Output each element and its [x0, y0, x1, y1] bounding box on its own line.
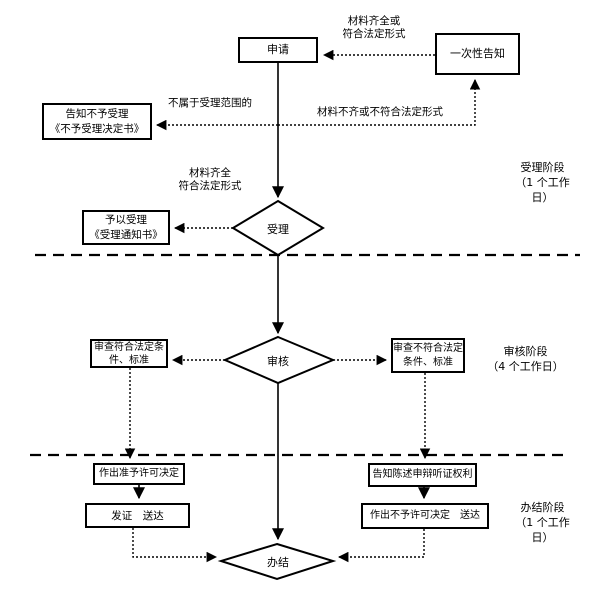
accept-diamond-label: 受理: [267, 223, 289, 236]
review-diamond-label: 审核: [267, 355, 289, 368]
node-accept-notice-line1: 予以受理: [105, 213, 147, 226]
complete-diamond-shape: [217, 542, 337, 581]
node-review-pass-line2: 件、标准: [109, 354, 149, 366]
stage-label-1-line1: 受理阶段: [520, 161, 565, 174]
node-hearing-rights: 告知陈述申辩听证权利: [368, 463, 477, 487]
stage-label-1-line3: 日）: [531, 191, 554, 204]
stage-label-1: 受理阶段 （1 个工作 日）: [495, 160, 590, 205]
node-reject-notice: 告知不予受理 《不予受理决定书》: [42, 103, 152, 140]
edge-label-complete-legal-line2: 符合法定形式: [178, 180, 242, 192]
node-review-fail-line1: 审查不符合法定: [393, 342, 463, 354]
node-one-time-notice-label: 一次性告知: [450, 47, 505, 60]
node-apply-label: 申请: [267, 43, 289, 56]
stage-label-3-line2: （1 个工作: [515, 516, 570, 529]
complete-diamond-label: 办结: [267, 556, 289, 569]
stage-label-3-line3: 日）: [531, 531, 554, 544]
node-deny-decision-label: 作出不予许可决定 送达: [370, 510, 480, 521]
edge-label-complete-or-legal: 材料齐全或 符合法定形式: [324, 15, 424, 41]
accept-diamond-shape: [231, 199, 325, 257]
edge-label-incomplete: 材料不齐或不符合法定形式: [317, 106, 443, 118]
node-accept-notice-line2: 《受理通知书》: [89, 228, 163, 241]
stage-label-2-line1: 审核阶段: [503, 345, 548, 358]
edge-deny-to-complete: [337, 529, 425, 563]
node-grant-decision: 作出准予许可决定: [93, 463, 185, 485]
node-issue-deliver-label: 发证 送达: [111, 509, 164, 522]
edge-branch-incomplete: [278, 78, 481, 126]
stage-label-3-line1: 办结阶段: [520, 501, 565, 514]
node-hearing-rights-label: 告知陈述申辩听证权利: [372, 469, 473, 480]
edge-label-complete-or-legal-line2: 符合法定形式: [342, 28, 406, 40]
node-deny-decision: 作出不予许可决定 送达: [361, 503, 489, 529]
node-review-pass-line1: 审查符合法定条: [94, 341, 164, 353]
node-apply: 申请: [238, 37, 318, 63]
stage-label-2: 审核阶段 （4 个工作日）: [468, 344, 583, 374]
node-reject-notice-line1: 告知不予受理: [65, 107, 129, 120]
stage-label-2-line2: （4 个工作日）: [487, 360, 564, 373]
node-review-fail: 审查不符合法定 条件、标准: [391, 338, 465, 373]
node-one-time-notice: 一次性告知: [435, 33, 520, 75]
edge-label-complete-legal-line1: 材料齐全: [189, 167, 231, 179]
stage-label-3: 办结阶段 （1 个工作 日）: [495, 500, 590, 545]
node-accept-notice: 予以受理 《受理通知书》: [82, 210, 170, 245]
node-review-pass: 审查符合法定条 件、标准: [90, 339, 168, 368]
review-diamond-shape: [222, 335, 336, 385]
stage-label-1-line2: （1 个工作: [515, 176, 570, 189]
node-review-fail-line2: 条件、标准: [403, 356, 453, 368]
edge-issue-to-complete: [132, 528, 218, 563]
node-issue-deliver: 发证 送达: [85, 503, 190, 528]
edge-label-complete-or-legal-line1: 材料齐全或: [347, 15, 401, 27]
node-grant-decision-label: 作出准予许可决定: [99, 468, 179, 479]
edge-label-complete-legal: 材料齐全 符合法定形式: [160, 167, 260, 193]
edge-label-not-in-scope: 不属于受理范围的: [168, 97, 252, 109]
node-reject-notice-line2: 《不予受理决定书》: [49, 122, 145, 135]
